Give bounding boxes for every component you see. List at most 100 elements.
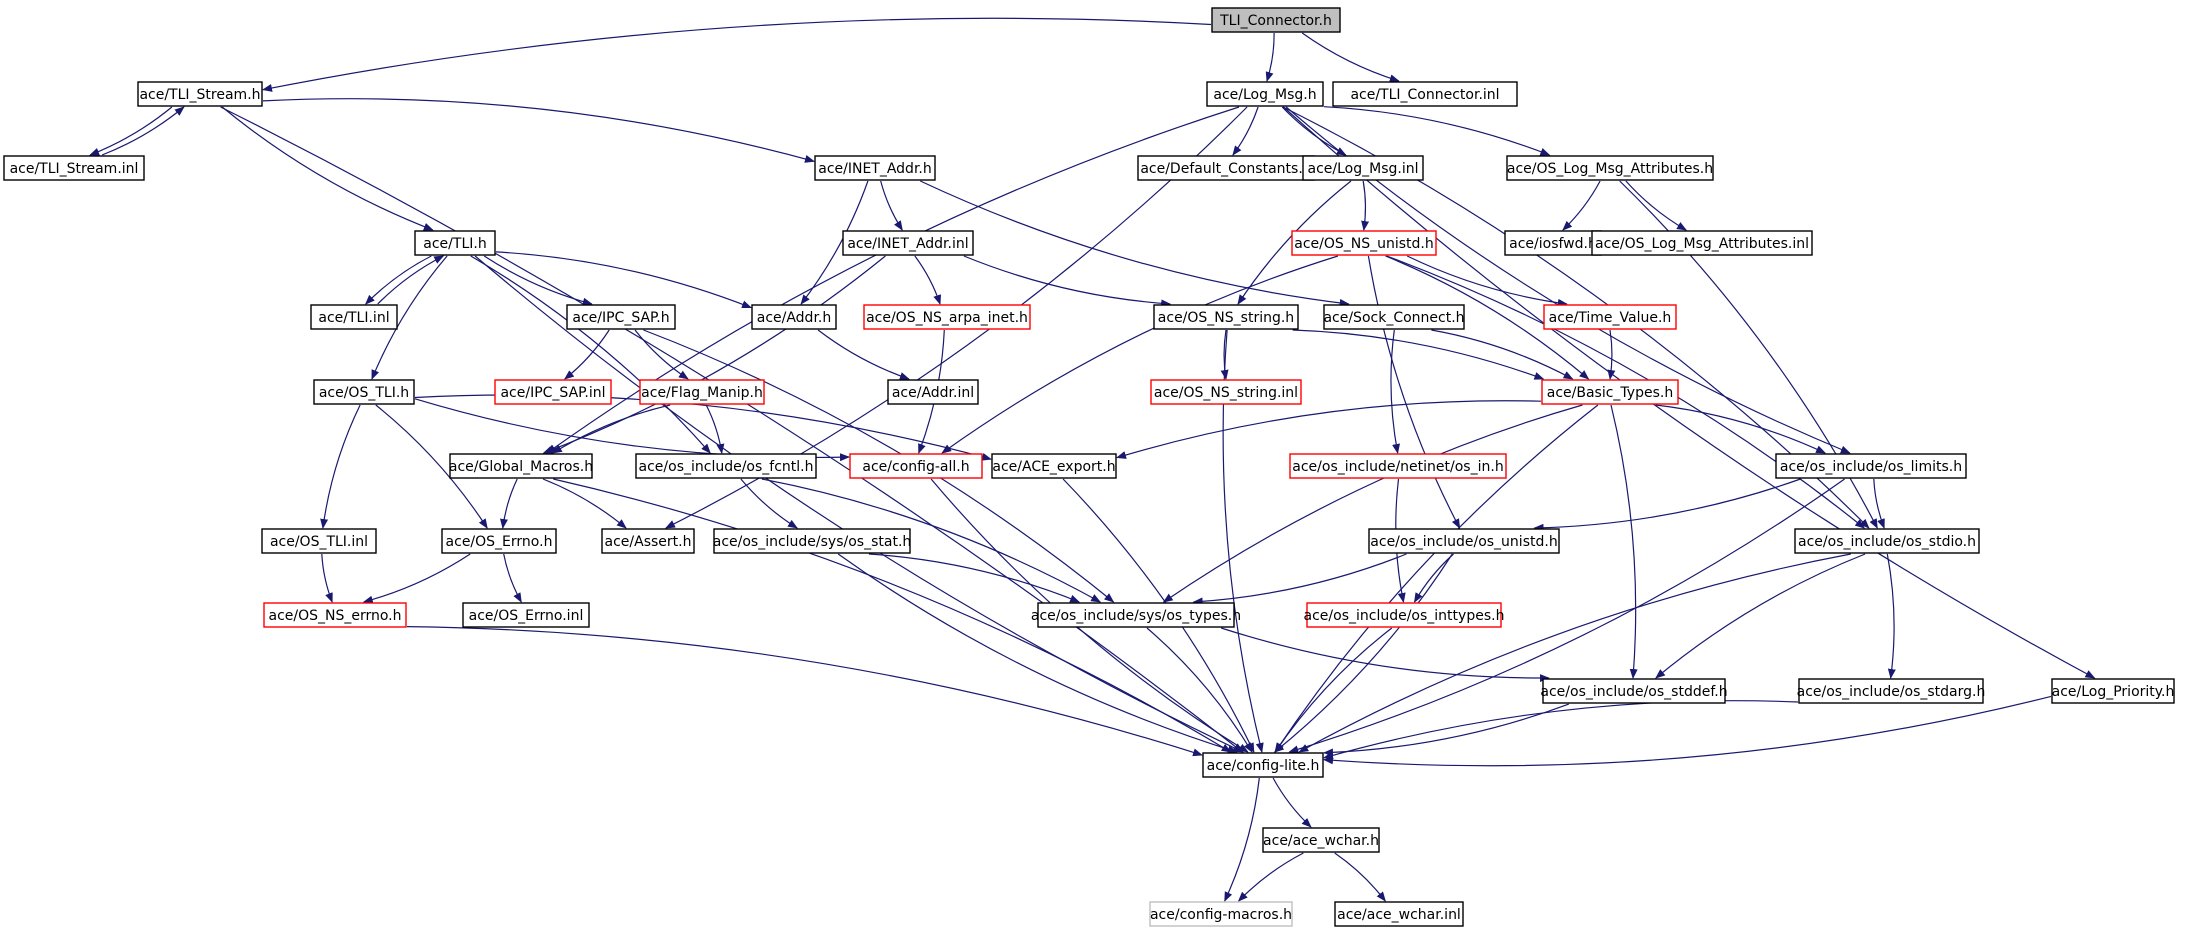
node-os-log-msg-attributes-h[interactable]: ace/OS_Log_Msg_Attributes.h (1506, 155, 1714, 181)
edge-line (221, 106, 434, 231)
node-inet-addr-inl[interactable]: ace/INET_Addr.inl (842, 230, 974, 256)
node-label: ace/os_include/sys/os_types.h (1031, 608, 1241, 624)
node-box (1211, 7, 1341, 33)
node-addr-inl[interactable]: ace/Addr.inl (887, 379, 979, 405)
edge-tli_h-to-ipc_sap_h (483, 255, 593, 306)
edge-line (89, 106, 173, 156)
edge-line (1385, 255, 1590, 380)
node-os-ns-string-h[interactable]: ace/OS_NS_string.h (1153, 304, 1299, 330)
node-box (849, 453, 983, 479)
node-config-macros-h[interactable]: ace/config-macros.h (1149, 901, 1293, 927)
node-inet-addr-h[interactable]: ace/INET_Addr.h (814, 155, 936, 181)
node-label: ace/TLI_Connector.inl (1350, 87, 1499, 103)
edge-os_ns_unistd_h-to-basic_types_h (1385, 255, 1590, 380)
node-basic-types-h[interactable]: ace/Basic_Types.h (1541, 379, 1679, 405)
node-assert-h[interactable]: ace/Assert.h (601, 528, 695, 554)
edge-line (1298, 553, 1851, 753)
node-os-stdarg-h[interactable]: ace/os_include/os_stdarg.h (1797, 678, 1986, 704)
node-log-msg-h[interactable]: ace/Log_Msg.h (1206, 81, 1324, 107)
edge-sys_os_types_h-to-config_lite_h (1146, 627, 1253, 753)
node-sys-os-types-h[interactable]: ace/os_include/sys/os_types.h (1031, 602, 1241, 628)
edge-line (1221, 627, 1550, 683)
edge-line (1562, 180, 1601, 231)
node-os-fcntl-h[interactable]: ace/os_include/os_fcntl.h (635, 453, 817, 479)
edge-sys_os_stat_h-to-sys_os_types_h (868, 553, 1081, 603)
node-netinet-os-in-h[interactable]: ace/os_include/netinet/os_in.h (1289, 453, 1507, 479)
node-os-ns-string-inl[interactable]: ace/OS_NS_string.inl (1150, 379, 1302, 405)
node-time-value-h[interactable]: ace/Time_Value.h (1543, 304, 1677, 330)
node-os-inttypes-h[interactable]: ace/os_include/os_inttypes.h (1304, 602, 1505, 628)
node-os-ns-arpa-inet-h[interactable]: ace/OS_NS_arpa_inet.h (863, 304, 1031, 330)
node-label: ace/Basic_Types.h (1547, 385, 1673, 401)
node-addr-h[interactable]: ace/Addr.h (751, 304, 837, 330)
node-label: ace/os_include/netinet/os_in.h (1292, 459, 1503, 475)
edge-line (1873, 478, 1885, 529)
node-ace-export-h[interactable]: ace/ACE_export.h (991, 453, 1117, 479)
node-os-tli-inl[interactable]: ace/OS_TLI.inl (261, 528, 377, 554)
edge-sys_os_stat_h-to-config_lite_h (837, 553, 1238, 754)
edge-line (963, 255, 1172, 308)
node-tli-h[interactable]: ace/TLI.h (414, 230, 496, 256)
node-flag-manip-h[interactable]: ace/Flag_Manip.h (639, 379, 765, 405)
edge-line (1301, 32, 1400, 83)
edge-line (800, 180, 869, 305)
node-os-stddef-h[interactable]: ace/os_include/os_stddef.h (1540, 678, 1728, 704)
node-os-tli-h[interactable]: ace/OS_TLI.h (313, 379, 415, 405)
node-os-stdio-h[interactable]: ace/os_include/os_stdio.h (1794, 528, 1980, 554)
edge-line (1367, 255, 1461, 529)
edge-line (1655, 553, 1866, 679)
node-tli-stream-h[interactable]: ace/TLI_Stream.h (137, 81, 263, 107)
node-log-priority-h[interactable]: ace/Log_Priority.h (2051, 678, 2175, 704)
edge-line (1274, 404, 1599, 753)
node-os-errno-h[interactable]: ace/OS_Errno.h (441, 528, 557, 554)
node-global-macros-h[interactable]: ace/Global_Macros.h (449, 453, 593, 479)
node-label: ace/INET_Addr.inl (847, 236, 968, 252)
node-os-log-msg-attributes-inl[interactable]: ace/OS_Log_Msg_Attributes.inl (1591, 230, 1813, 256)
edge-line (414, 398, 850, 462)
node-box (494, 379, 612, 405)
node-box (462, 602, 590, 628)
node-box (887, 379, 979, 405)
node-label: ace/OS_NS_arpa_inet.h (866, 310, 1028, 326)
edge-tli_connector_h-to-tli_stream_h (262, 17, 1212, 92)
node-label: ace/os_include/os_fcntl.h (639, 459, 814, 475)
node-os-limits-h[interactable]: ace/os_include/os_limits.h (1775, 453, 1967, 479)
edge-line (817, 329, 910, 380)
node-label: ace/ace_wchar.inl (1337, 907, 1461, 923)
node-label: ace/Log_Priority.h (2052, 684, 2175, 700)
node-config-all-h[interactable]: ace/config-all.h (849, 453, 983, 479)
node-sys-os-stat-h[interactable]: ace/os_include/sys/os_stat.h (713, 528, 912, 554)
node-box (751, 304, 837, 330)
node-ipc-sap-inl[interactable]: ace/IPC_SAP.inl (494, 379, 612, 405)
edge-sock_connect_h-to-netinet_os_in_h (1390, 329, 1400, 454)
edge-line (499, 478, 518, 529)
node-ace-wchar-inl[interactable]: ace/ace_wchar.inl (1334, 901, 1464, 927)
node-os-errno-inl[interactable]: ace/OS_Errno.inl (462, 602, 590, 628)
node-ace-wchar-h[interactable]: ace/ace_wchar.h (1262, 827, 1380, 853)
edge-config_all_h-to-config_lite_h (930, 478, 1249, 753)
edge-line (1886, 553, 1896, 679)
node-log-msg-inl[interactable]: ace/Log_Msg.inl (1302, 155, 1424, 181)
edge-ipc_sap_h-to-flag_manip_h (634, 329, 689, 380)
node-tli-connector-inl[interactable]: ace/TLI_Connector.inl (1332, 81, 1518, 107)
node-tli-inl[interactable]: ace/TLI.inl (310, 304, 398, 330)
edge-os_ns_string_h-to-basic_types_h (1292, 329, 1545, 380)
node-config-lite-h[interactable]: ace/config-lite.h (1202, 752, 1324, 778)
node-os-unistd-h[interactable]: ace/os_include/os_unistd.h (1368, 528, 1560, 554)
node-tli-stream-inl[interactable]: ace/TLI_Stream.inl (3, 155, 145, 181)
edge-os_log_msg_attributes_h-to-os_log_msg_attributes_inl (1625, 180, 1687, 231)
node-box (814, 155, 936, 181)
node-box (441, 528, 557, 554)
node-default-constants-h[interactable]: ace/Default_Constants.h (1137, 155, 1315, 181)
edge-line (1274, 627, 1393, 753)
node-os-ns-unistd-h[interactable]: ace/OS_NS_unistd.h (1291, 230, 1437, 256)
node-box (1794, 528, 1980, 554)
node-label: ace/OS_TLI.h (319, 385, 409, 401)
node-ipc-sap-h[interactable]: ace/IPC_SAP.h (566, 304, 676, 330)
node-sock-connect-h[interactable]: ace/Sock_Connect.h (1323, 304, 1465, 330)
node-label: ace/Addr.inl (892, 385, 974, 401)
edge-line (1625, 180, 1687, 231)
node-os-ns-errno-h[interactable]: ace/OS_NS_errno.h (263, 602, 407, 628)
edge-basic_types_h-to-ace_export_h (1116, 400, 1542, 459)
node-iosfwd-h[interactable]: ace/iosfwd.h (1504, 230, 1602, 256)
